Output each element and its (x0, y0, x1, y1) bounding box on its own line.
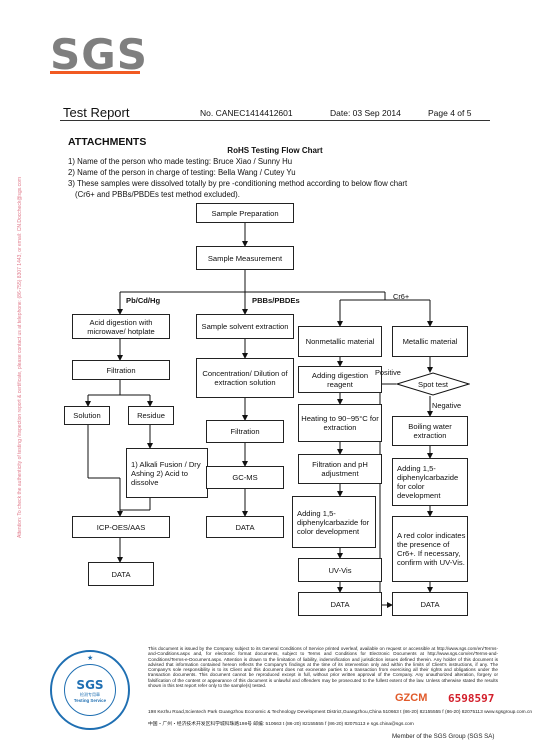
box-heating: Heating to 90~95°C for extraction (298, 404, 382, 442)
page-number: Page 4 of 5 (428, 108, 472, 118)
header-rule (60, 120, 490, 121)
address-english: 198 Kezhu Road,Scientech Park Guangzhou … (148, 710, 533, 715)
box-red-color-note: A red color indicates the presence of Cr… (392, 516, 468, 582)
office-code: GZCM (395, 692, 428, 704)
testing-seal: ★ SGS 检测专用章 Testing Service (50, 650, 130, 730)
report-title: Test Report (63, 105, 130, 120)
flow-chart-title: RoHS Testing Flow Chart (227, 146, 323, 155)
address-chinese: 中国・广州・经济技术开发区科学城科珠路198号 邮编: 510663 t (86… (148, 722, 414, 727)
box-data-metallic: DATA (392, 592, 468, 616)
member-line: Member of the SGS Group (SGS SA) (392, 733, 495, 740)
box-filtration-ph: Filtration and pH adjustment (298, 454, 382, 484)
seal-service: Testing Service (73, 697, 107, 703)
box-metallic: Metallic material (392, 326, 468, 357)
seal-chinese: 检测专用章 (80, 691, 100, 697)
box-filtration-metals: Filtration (72, 360, 170, 380)
box-icp-oes-aas: ICP-OES/AAS (72, 516, 170, 538)
box-adding-reagent: Adding digestion reagent (298, 366, 382, 393)
box-residue: Residue (128, 406, 174, 425)
serial-number: 6598597 (448, 692, 495, 705)
box-filtration-pbb: Filtration (206, 420, 284, 443)
report-date: Date: 03 Sep 2014 (330, 108, 401, 118)
note-method-exclusion: (Cr6+ and PBBs/PBDEs test method exclude… (75, 190, 240, 199)
note-method: 3) These samples were dissolved totally … (68, 179, 408, 188)
logo-underline (50, 71, 140, 74)
sgs-logo: SGS (50, 30, 148, 79)
box-acid-digestion: Acid digestion with microwave/ hotplate (72, 314, 170, 339)
box-sample-preparation: Sample Preparation (196, 203, 294, 223)
seal-inner-ring: SGS 检测专用章 Testing Service (64, 664, 116, 716)
label-spot-test: Spot test (418, 379, 448, 389)
box-adding-dpc-nonmetallic: Adding 1,5-diphenylcarbazide for color d… (292, 496, 376, 548)
attachments-heading: ATTACHMENTS (68, 136, 147, 148)
report-number: No. CANEC1414412601 (200, 108, 293, 118)
label-positive: Positive (375, 368, 401, 377)
box-gc-ms: GC-MS (206, 466, 284, 489)
note-tester: 1) Name of the person who made testing: … (68, 157, 293, 166)
label-pb-cd-hg: Pb/Cd/Hg (126, 296, 161, 305)
star-icon: ★ (87, 655, 94, 662)
box-solvent-extraction: Sample solvent extraction (196, 314, 294, 339)
box-boiling-water: Boiling water extraction (392, 416, 468, 446)
label-cr6: Cr6+ (393, 292, 410, 301)
box-sample-measurement: Sample Measurement (196, 246, 294, 270)
seal-logo: SGS (76, 677, 104, 692)
box-adding-dpc-metallic: Adding 1,5-diphenylcarbazide for color d… (392, 458, 468, 506)
box-data-nonmetallic: DATA (298, 592, 382, 616)
label-pbbs-pbdes: PBBs/PBDEs (252, 296, 300, 305)
label-negative: Negative (432, 401, 462, 410)
legal-disclaimer: This document is issued by the Company s… (148, 646, 498, 689)
box-data-metals: DATA (88, 562, 154, 586)
box-alkali-fusion: 1) Alkali Fusion / Dry Ashing 2) Acid to… (126, 448, 208, 498)
note-in-charge: 2) Name of the person in charge of testi… (68, 168, 296, 177)
box-uv-vis: UV-Vis (298, 558, 382, 582)
box-nonmetallic: Nonmetallic material (298, 326, 382, 357)
box-solution: Solution (64, 406, 110, 425)
spot-test-diamond (396, 372, 470, 396)
box-concentration: Concentration/ Dilution of extraction so… (196, 358, 294, 398)
box-data-pbb: DATA (206, 516, 284, 538)
